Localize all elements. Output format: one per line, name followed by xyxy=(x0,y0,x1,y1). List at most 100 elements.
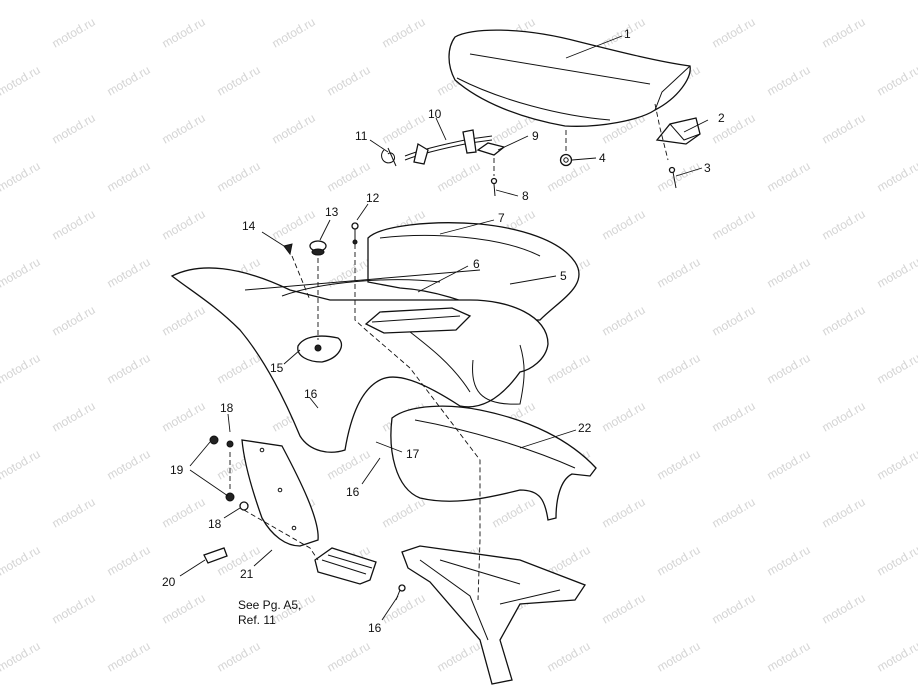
watermark-text: motod.ru xyxy=(545,0,593,3)
watermark-text: motod.ru xyxy=(380,111,428,147)
watermark-text: motod.ru xyxy=(50,399,98,435)
watermark-text: motod.ru xyxy=(710,303,758,339)
watermark-text: motod.ru xyxy=(600,399,648,435)
callout-4: 4 xyxy=(599,151,606,165)
watermark-text: motod.ru xyxy=(0,543,43,579)
callout-22: 22 xyxy=(578,421,592,435)
callout-14: 14 xyxy=(242,219,256,233)
callout-7: 7 xyxy=(498,211,505,225)
watermark-text: motod.ru xyxy=(435,639,483,675)
watermark-text: motod.ru xyxy=(325,255,373,291)
watermark-text: motod.ru xyxy=(765,447,813,483)
callout-9: 9 xyxy=(532,129,539,143)
watermark-text: motod.ru xyxy=(435,0,483,3)
watermark-text: motod.ru xyxy=(0,639,43,675)
watermark-text: motod.ru xyxy=(0,0,43,3)
plate-20-part xyxy=(203,547,228,564)
watermark-text: motod.ru xyxy=(765,639,813,675)
screw-12-part xyxy=(351,222,359,245)
callout-16a: 16 xyxy=(304,387,318,401)
watermark-text: motod.ru xyxy=(820,495,868,531)
callout-21: 21 xyxy=(240,567,254,581)
watermark-text: motod.ru xyxy=(765,159,813,195)
watermark-text: motod.ru xyxy=(875,0,918,3)
watermark-text: motod.ru xyxy=(380,15,428,51)
callout-16b: 16 xyxy=(346,485,360,499)
fastener-8-part xyxy=(490,177,498,197)
watermark-text: motod.ru xyxy=(655,159,703,195)
assembly-lines xyxy=(229,103,669,601)
watermark-text: motod.ru xyxy=(820,111,868,147)
watermark-text: motod.ru xyxy=(160,303,208,339)
watermark-text: motod.ru xyxy=(270,15,318,51)
watermark-text: motod.ru xyxy=(270,207,318,243)
watermark-text: motod.ru xyxy=(50,15,98,51)
watermark-text: motod.ru xyxy=(655,543,703,579)
watermark-text: motod.ru xyxy=(0,351,43,387)
watermark-text: motod.ru xyxy=(710,207,758,243)
watermark-text: motod.ru xyxy=(160,495,208,531)
watermark-text: motod.ru xyxy=(0,255,43,291)
watermark-text: motod.ru xyxy=(820,207,868,243)
watermark-text: motod.ru xyxy=(600,495,648,531)
watermark-text: motod.ru xyxy=(600,303,648,339)
watermark-text: motod.ru xyxy=(765,63,813,99)
watermark-text: motod.ru xyxy=(50,591,98,627)
watermark-text: motod.ru xyxy=(160,111,208,147)
watermark-text: motod.ru xyxy=(655,351,703,387)
watermark-text: motod.ru xyxy=(50,495,98,531)
watermark-text: motod.ru xyxy=(105,639,153,675)
storage-tray-part xyxy=(364,307,472,334)
screw-3-part xyxy=(668,166,677,189)
watermark-text: motod.ru xyxy=(710,399,758,435)
callout-20: 20 xyxy=(162,575,176,589)
watermark-text: motod.ru xyxy=(105,0,153,3)
rivet-18-part xyxy=(209,435,249,511)
watermark-text: motod.ru xyxy=(875,447,918,483)
splash-panel-part xyxy=(241,439,319,547)
callout-labels: 1 2 3 4 5 6 7 8 9 10 11 12 13 14 15 16 1… xyxy=(162,27,725,635)
watermark-text: motod.ru xyxy=(105,351,153,387)
watermark-text: motod.ru xyxy=(325,639,373,675)
callout-3: 3 xyxy=(704,161,711,175)
callout-8: 8 xyxy=(522,189,529,203)
watermark-text: motod.ru xyxy=(0,63,43,99)
watermark-text: motod.ru xyxy=(215,0,263,3)
seat-part xyxy=(448,29,691,127)
watermark-text: motod.ru xyxy=(105,543,153,579)
callout-16c: 16 xyxy=(368,621,382,635)
watermark-text: motod.ru xyxy=(380,591,428,627)
callout-10: 10 xyxy=(428,107,442,121)
latch-15-part xyxy=(297,335,343,363)
watermark-text: motod.ru xyxy=(875,63,918,99)
clip-14-part xyxy=(283,243,293,256)
watermark-text: motod.ru xyxy=(655,255,703,291)
spring-clip-part xyxy=(381,147,397,167)
latch-rod-part xyxy=(404,129,493,165)
reference-note-line2: Ref. 11 xyxy=(238,613,276,627)
watermark-text: motod.ru xyxy=(0,159,43,195)
callout-11: 11 xyxy=(355,129,368,143)
grommet-13-part xyxy=(309,240,327,256)
frame-part xyxy=(401,545,586,685)
watermark-text: motod.ru xyxy=(765,543,813,579)
callout-1: 1 xyxy=(624,27,631,41)
watermark-text: motod.ru xyxy=(600,207,648,243)
callout-18a: 18 xyxy=(220,401,234,415)
watermark-text: motod.ru xyxy=(160,399,208,435)
watermark-text: motod.ru xyxy=(710,495,758,531)
watermark-text: motod.ru xyxy=(710,15,758,51)
watermark-text: motod.ru xyxy=(710,111,758,147)
rear-cover-part xyxy=(367,222,580,321)
watermark-text: motod.ru xyxy=(820,303,868,339)
callout-18b: 18 xyxy=(208,517,222,531)
watermark-text: motod.ru xyxy=(820,399,868,435)
watermark-text: motod.ru xyxy=(0,447,43,483)
watermark-text: motod.ru xyxy=(215,63,263,99)
watermark-text: motod.ru xyxy=(105,159,153,195)
watermark-text: motod.ru xyxy=(545,639,593,675)
watermark-text: motod.ru xyxy=(545,351,593,387)
watermark-text: motod.ru xyxy=(105,447,153,483)
watermark-text: motod.ru xyxy=(160,207,208,243)
watermark-text: motod.ru xyxy=(105,255,153,291)
